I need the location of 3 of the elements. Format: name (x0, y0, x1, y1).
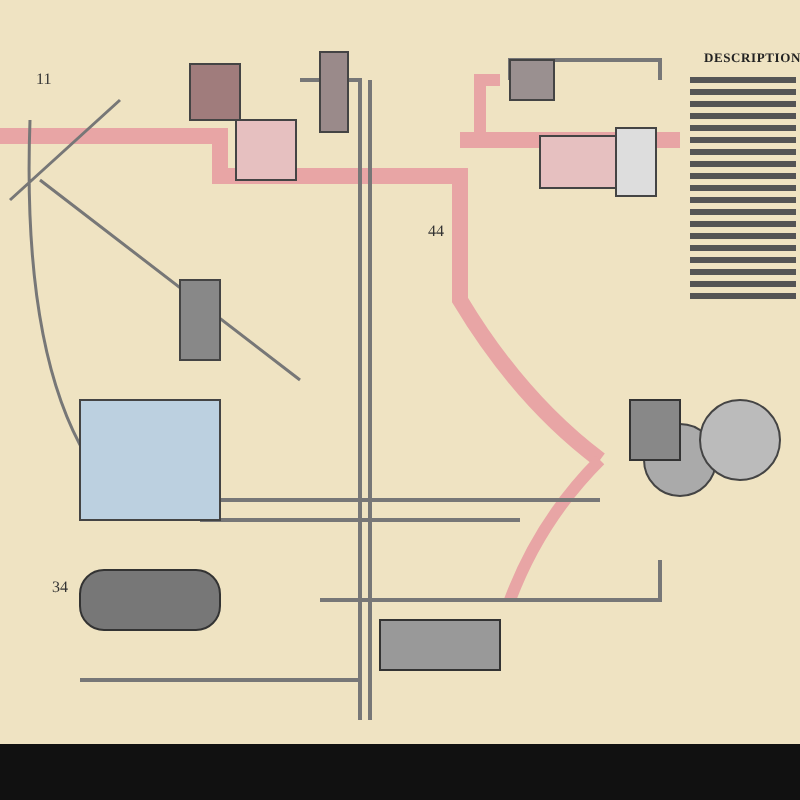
callout-number: 44 (428, 224, 444, 240)
callout-number: 34 (52, 580, 68, 596)
callout-number: 11 (36, 72, 52, 88)
